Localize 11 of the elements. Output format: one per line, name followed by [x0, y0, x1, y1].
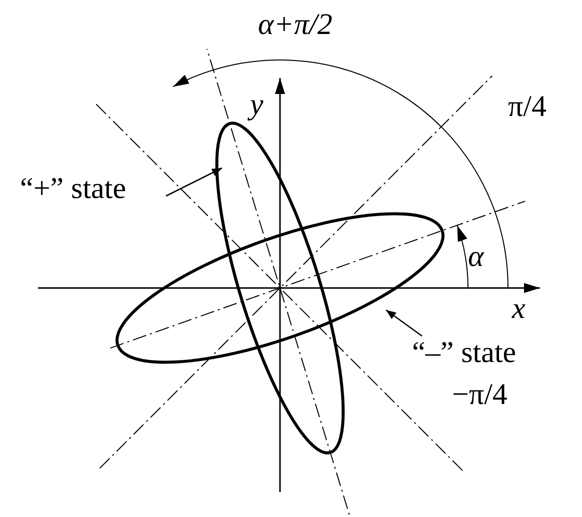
leader-line	[166, 167, 222, 197]
state-label: “–” state	[412, 336, 516, 370]
axis-label: x	[512, 292, 526, 326]
axis-label: y	[250, 88, 264, 122]
angle-label: α	[468, 240, 484, 274]
angle-label: −π/4	[452, 378, 508, 412]
angle-label: α+π/2	[258, 8, 332, 42]
ellipse	[215, 122, 345, 454]
angle-label: π/4	[508, 90, 546, 124]
leader-line	[386, 309, 422, 337]
state-label: “+” state	[20, 172, 126, 206]
